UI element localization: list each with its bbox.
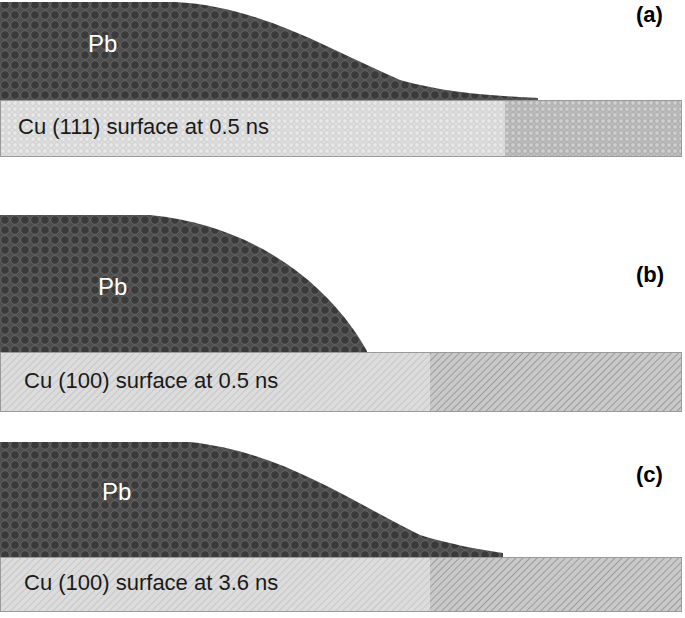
cu-substrate: Cu (100) surface at 0.5 ns xyxy=(0,352,682,412)
droplet-shape xyxy=(0,0,540,104)
material-label: Pb xyxy=(88,30,117,58)
pb-droplet: Pb xyxy=(0,215,370,355)
material-label: Pb xyxy=(98,273,127,301)
surface-label: Cu (100) surface at 3.6 ns xyxy=(24,570,278,596)
panel-label: (a) xyxy=(636,2,663,28)
surface-label: Cu (100) surface at 0.5 ns xyxy=(24,368,278,394)
pb-droplet: Pb xyxy=(0,440,505,560)
panel-label: (c) xyxy=(636,462,663,488)
material-label: Pb xyxy=(102,478,131,506)
cu-substrate: Cu (100) surface at 3.6 ns xyxy=(0,557,682,612)
droplet-shape xyxy=(0,215,370,355)
droplet-shape xyxy=(0,440,505,560)
cu-substrate: Cu (111) surface at 0.5 ns xyxy=(0,100,682,157)
surface-label: Cu (111) surface at 0.5 ns xyxy=(18,114,269,140)
pb-droplet: Pb xyxy=(0,0,540,104)
panel-label: (b) xyxy=(636,262,664,288)
